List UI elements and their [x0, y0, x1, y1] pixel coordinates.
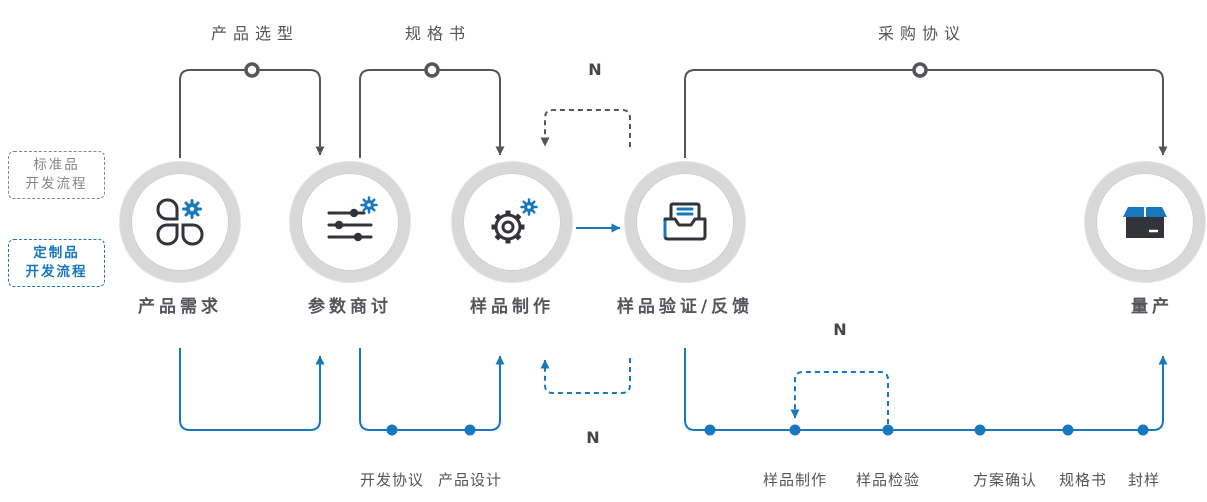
top-node-specification — [424, 62, 440, 78]
grid-gear-icon — [156, 198, 204, 246]
top-connector-product-selection — [179, 69, 325, 158]
milestone-dot-sample-making — [789, 424, 801, 436]
sliders-gear-icon — [327, 196, 378, 242]
top-label-purchase-agreement: 采购协议 — [877, 24, 967, 43]
node-label-sample-making: 样品制作 — [762, 471, 828, 489]
gears-icon — [491, 198, 538, 244]
legend-custom-process: 定制品 开发流程 — [8, 239, 105, 287]
loop-label-n-right: N — [833, 320, 847, 339]
legend-standard-process: 标准品 开发流程 — [8, 151, 105, 199]
milestone-dot-development-agreement — [386, 424, 398, 436]
top-node-product-selection — [244, 62, 260, 78]
node-label-sample-inspection: 样品检验 — [855, 471, 921, 489]
stage-circle-sample-making — [452, 162, 572, 282]
inbox-tray-icon — [663, 202, 707, 241]
node-label-specification: 规格书 — [1058, 471, 1108, 489]
stage-label-sample-verification: 样品验证/反馈 — [616, 297, 754, 317]
legend-custom-line2: 开发流程 — [25, 263, 88, 280]
stage-label-product-requirements: 产品需求 — [138, 297, 222, 317]
legend-standard-line1: 标准品 — [33, 157, 80, 173]
milestone-dot-sample-inspection — [882, 424, 894, 436]
stage-circle-parameter-discussion — [290, 162, 410, 282]
stage-circle-sample-verification — [625, 162, 745, 282]
milestone-dot-plan-confirmation — [974, 424, 986, 436]
bottom-connector-discussion-to-sample — [359, 348, 505, 431]
node-label-product-design: 产品设计 — [437, 471, 503, 489]
top-label-product-selection: 产品选型 — [210, 24, 300, 43]
bottom-connector-requirement-to-discussion — [179, 348, 325, 431]
node-label-plan-confirmation: 方案确认 — [972, 471, 1038, 489]
top-label-specification: 规格书 — [404, 24, 472, 43]
package-icon — [1123, 207, 1167, 238]
stage-circle-product-requirements — [120, 162, 240, 282]
node-label-sealed-sample: 封样 — [1127, 471, 1161, 489]
loop-label-n-middle: N — [586, 428, 600, 447]
stage-label-sample-making: 样品制作 — [470, 297, 554, 317]
milestone-dot-sealed-sample — [1137, 424, 1149, 436]
stage-circle-mass-production — [1085, 162, 1205, 282]
top-feedback-loop-dashed — [540, 109, 631, 147]
milestone-dot-product-design — [464, 424, 476, 436]
milestone-dot-specification — [1062, 424, 1074, 436]
stage-label-parameter-discussion: 参数商讨 — [308, 297, 392, 317]
inspection-feedback-loop-dashed — [790, 371, 889, 424]
top-node-purchase-agreement — [912, 62, 928, 78]
loop-label-n-top: N — [588, 60, 602, 79]
legend-custom-line1: 定制品 — [33, 245, 80, 261]
bottom-connector-verification-to-production — [684, 348, 1168, 431]
top-connector-purchase-agreement — [684, 69, 1168, 158]
milestone-dot-start — [704, 424, 716, 436]
node-label-development-agreement: 开发协议 — [359, 471, 425, 489]
bottom-feedback-loop-dashed — [540, 358, 631, 394]
top-connector-specification — [359, 69, 505, 158]
stage-label-mass-production: 量产 — [1131, 297, 1173, 317]
legend-standard-line2: 开发流程 — [25, 175, 88, 192]
